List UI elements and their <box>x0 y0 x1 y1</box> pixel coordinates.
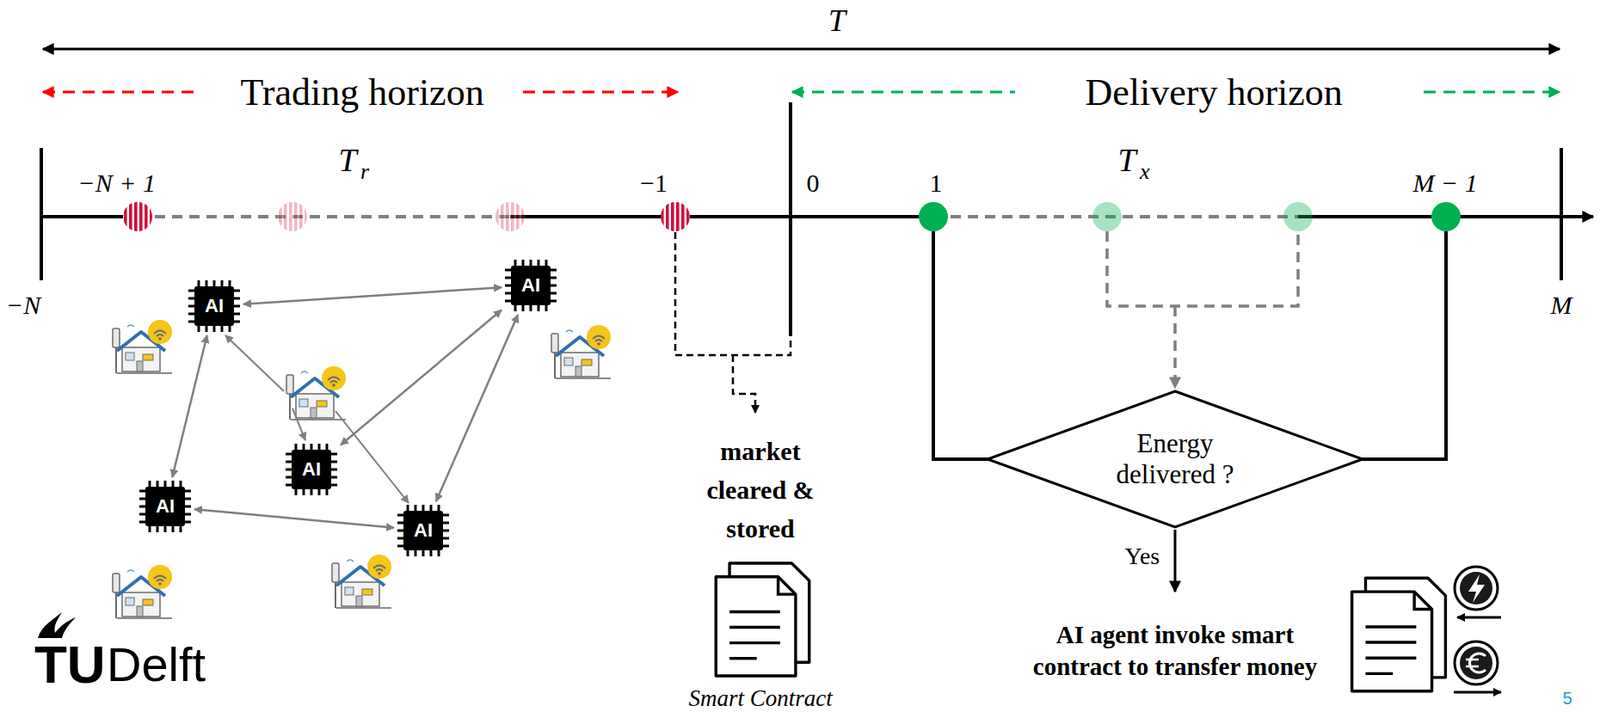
chip-label: AI <box>204 295 224 318</box>
chip-label: AI <box>413 519 433 542</box>
peer-link <box>243 287 502 305</box>
time-index: −N <box>6 290 41 320</box>
section-title: Trading horizon <box>240 70 485 115</box>
peer-link <box>172 335 207 478</box>
step-note: market cleared & stored <box>685 431 837 548</box>
time-index: 0 <box>806 168 820 198</box>
peer-link <box>340 310 502 446</box>
time-index: −1 <box>640 168 668 198</box>
ai-chip: AI <box>397 504 450 557</box>
time-index: 1 <box>929 168 943 198</box>
period-symbol: T <box>1118 141 1137 179</box>
branch-label: Yes <box>1125 542 1161 571</box>
time-index: M <box>1550 290 1573 320</box>
peer-link <box>194 509 394 529</box>
logo-text: TU <box>34 633 106 696</box>
ai-chip: AI <box>139 480 191 533</box>
time-index: M − 1 <box>1413 168 1478 198</box>
decision-text: Energy delivered ? <box>1097 428 1253 490</box>
chip-label: AI <box>155 495 175 518</box>
section-title: Delivery horizon <box>1085 70 1343 115</box>
ai-chip: AI <box>504 259 557 312</box>
ai-chip: AI <box>188 280 240 333</box>
period-symbol: T <box>338 141 357 179</box>
decision-diamond: Energy delivered ? <box>985 389 1365 530</box>
chip-label: AI <box>521 274 541 297</box>
subscript: r <box>360 159 370 185</box>
chip-label: AI <box>301 458 321 481</box>
page-number: 5 <box>1563 689 1573 709</box>
step-note: AI agent invoke smart contract to transf… <box>1024 619 1326 684</box>
ai-chip: AI <box>285 443 338 496</box>
peer-link <box>436 314 518 502</box>
subscript: x <box>1139 159 1151 185</box>
time-index: −N + 1 <box>78 168 157 198</box>
horizon-label: T <box>828 2 846 39</box>
icon-caption: Smart Contract <box>689 685 833 713</box>
logo-text: Delft <box>106 636 206 693</box>
